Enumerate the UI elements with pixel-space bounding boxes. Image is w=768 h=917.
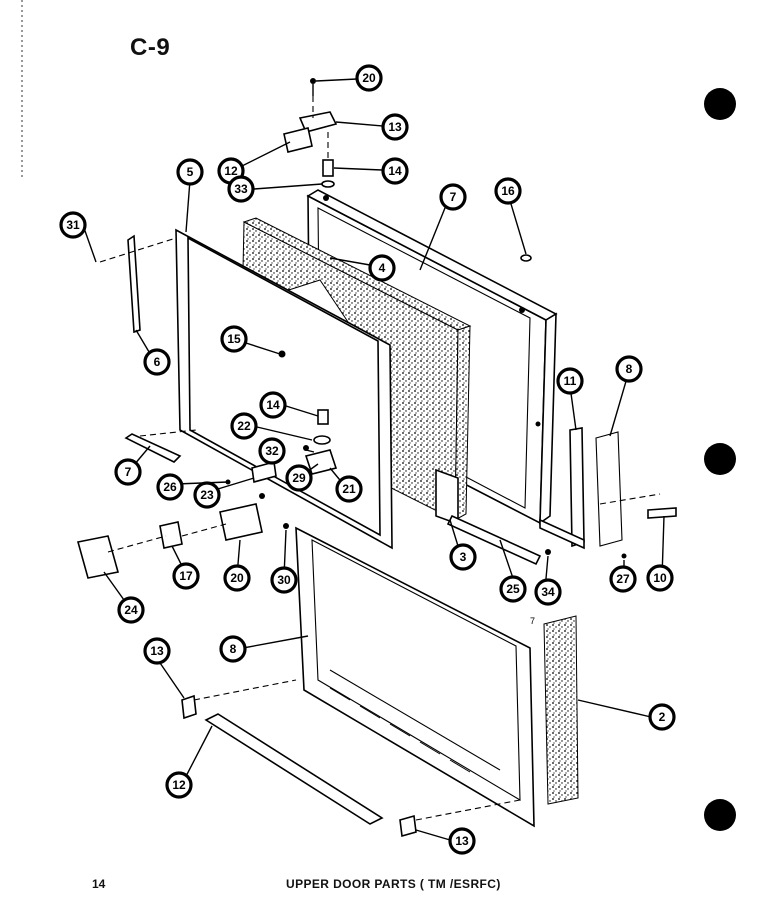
callout-label: 8: [230, 642, 237, 656]
liner-corner-mark: 7: [530, 616, 535, 626]
part-side-strip: [543, 615, 579, 805]
callout-label: 21: [342, 482, 356, 496]
binder-hole-top: [704, 88, 736, 120]
leader-lines: [83, 78, 665, 841]
callout-22: 22: [230, 412, 258, 440]
callout-label: 8: [626, 362, 633, 376]
callout-33: 33: [227, 175, 255, 203]
callout-34: 34: [534, 578, 562, 606]
callout-label: 10: [653, 571, 667, 585]
callout-label: 11: [564, 374, 577, 388]
callout-31: 31: [59, 211, 87, 239]
callout-7-left: 7: [114, 458, 142, 486]
callout-label: 25: [506, 582, 520, 596]
callout-2: 2: [648, 703, 676, 731]
callout-20-top: 20: [355, 64, 383, 92]
callout-label: 13: [455, 834, 469, 848]
callout-label: 22: [237, 419, 251, 433]
callout-5-top: 5: [176, 158, 204, 186]
callout-label: 24: [124, 603, 138, 617]
binder-hole-bottom: [704, 799, 736, 831]
callout-label: 23: [200, 488, 214, 502]
callout-23: 23: [193, 481, 221, 509]
callout-30: 30: [270, 566, 298, 594]
callout-16-bottom: 14: [259, 391, 287, 419]
callout-11: 11: [556, 367, 584, 395]
part-lower-strip: [446, 514, 542, 566]
callout-label: 12: [224, 164, 238, 178]
footer-caption: UPPER DOOR PARTS ( TM /ESRFC): [286, 877, 501, 891]
callout-32: 32: [258, 437, 286, 465]
part-hole-plug: [520, 254, 532, 262]
callout-label: 26: [163, 480, 177, 494]
callout-label: 7: [450, 190, 457, 204]
page-number: 14: [92, 877, 106, 891]
callout-24: 24: [117, 596, 145, 624]
part-top-hinge: [283, 78, 338, 188]
part-bottom-hinge: [76, 350, 338, 579]
part-left-strip: [127, 234, 141, 334]
callout-25: 25: [499, 575, 527, 603]
callout-18: 16: [494, 177, 522, 205]
callout-10: 10: [646, 564, 674, 592]
callout-label: 2: [659, 710, 666, 724]
callout-label: 31: [66, 218, 80, 232]
callout-label: 4: [379, 261, 386, 275]
part-breaker-edge: [435, 468, 459, 526]
callout-27: 27: [609, 565, 637, 593]
callout-26: 26: [156, 473, 184, 501]
callout-label: 29: [292, 471, 306, 485]
callout-label: 15: [227, 332, 241, 346]
callout-label: 7: [125, 465, 132, 479]
callout-label: 34: [541, 585, 555, 599]
callout-label: 14: [266, 398, 280, 412]
callout-label: 3: [460, 550, 467, 564]
callout-21: 21: [335, 475, 363, 503]
callout-7-top: 7: [439, 183, 467, 211]
callout-3: 3: [449, 543, 477, 571]
callout-8-liner: 8: [219, 635, 247, 663]
callout-8-right: 8: [615, 355, 643, 383]
binder-hole-middle: [704, 443, 736, 475]
part-right-bracket: [539, 427, 677, 559]
callout-label: 17: [179, 569, 193, 583]
page-title: C-9: [130, 34, 171, 61]
callout-label: 16: [501, 184, 515, 198]
callout-6: 6: [143, 348, 171, 376]
part-bottom-strip: [181, 694, 417, 838]
part-door-liner: [295, 526, 535, 828]
callout-12: 12: [165, 771, 193, 799]
callout-13-bottom: 13: [448, 827, 476, 855]
callout-label: 13: [388, 120, 402, 134]
callout-15: 13: [381, 113, 409, 141]
callout-label: 20: [230, 571, 244, 585]
callout-label: 12: [172, 778, 186, 792]
callout-label: 33: [234, 182, 248, 196]
callout-13-top: 13: [143, 637, 171, 665]
callout-29: 29: [285, 464, 313, 492]
callout-16-top: 14: [381, 157, 409, 185]
callout-label: 13: [150, 644, 164, 658]
callout-label: 5: [187, 165, 194, 179]
callout-label: 30: [277, 573, 291, 587]
callout-label: 32: [265, 444, 279, 458]
callout-label: 6: [154, 355, 161, 369]
callout-19: 17: [172, 562, 200, 590]
callout-20-bottom: 20: [223, 564, 251, 592]
callout-label: 20: [362, 71, 376, 85]
callout-label: 14: [388, 164, 402, 178]
callout-4: 4: [368, 254, 396, 282]
callout-label: 27: [616, 572, 630, 586]
callout-17: 15: [220, 325, 248, 353]
part-small-strip: [124, 433, 182, 463]
